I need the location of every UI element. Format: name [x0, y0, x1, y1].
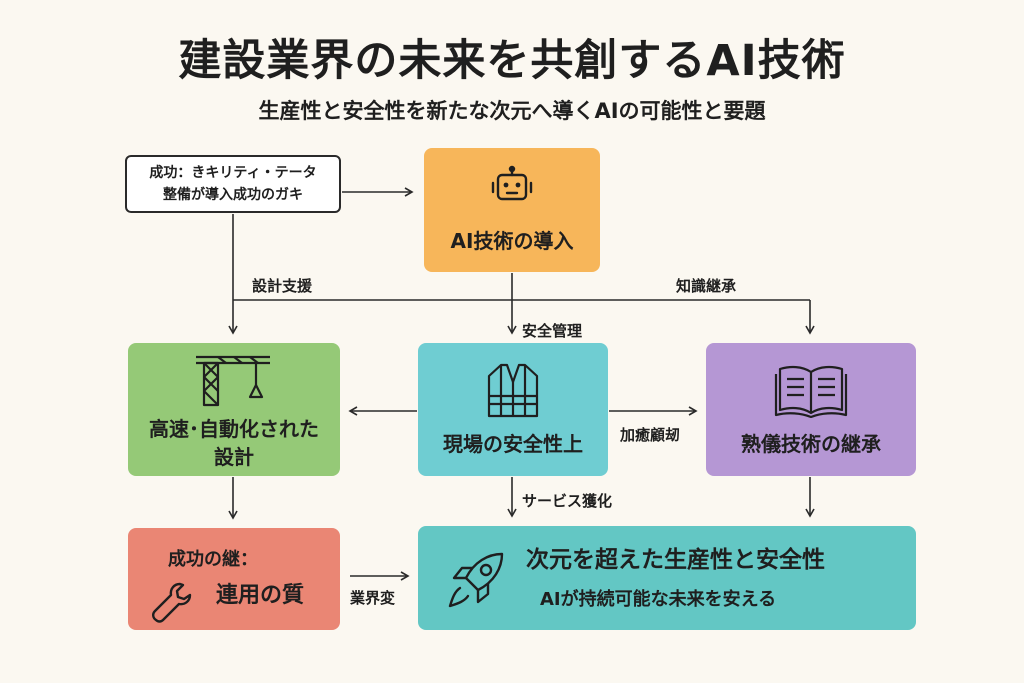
node-design-line1: 高速･自動化された	[149, 416, 319, 441]
edge-label-safety-mgmt: 安全管理	[522, 322, 583, 340]
node-result-subtitle: AIが持続可能な未来を安える	[540, 589, 777, 610]
edge-label-design-support: 設計支援	[252, 277, 313, 295]
wrench-icon	[152, 582, 192, 623]
node-operation-line1: 成功の継：	[168, 549, 258, 570]
node-result-title: 次元を超えた生産性と安全性	[526, 547, 825, 573]
node-ai-label: AI技術の導入	[450, 229, 574, 253]
safety-vest-icon	[487, 363, 539, 417]
robot-icon	[491, 165, 533, 201]
node-ai-adoption: AI技術の導入	[424, 148, 600, 272]
page-subtitle: 生産性と安全性を新たな次元へ導くAIの可能性と要題	[258, 99, 766, 123]
node-design-line2: 設計	[214, 444, 254, 469]
crane-icon	[196, 355, 270, 406]
success-note: 成功：きキリティ・テータ 整備が導入成功のガキ	[125, 155, 341, 213]
rocket-icon	[448, 552, 504, 608]
node-design: 高速･自動化された 設計	[128, 343, 340, 476]
book-icon	[774, 365, 848, 418]
node-result: 次元を超えた生産性と安全性 AIが持続可能な未来を安える	[418, 526, 916, 630]
node-knowledge-label: 熟儀技術の継承	[741, 431, 881, 456]
node-knowledge: 熟儀技術の継承	[706, 343, 916, 476]
edge-label-knowledge-transfer: 知識継承	[676, 277, 737, 295]
edge-label-service: サービス獲化	[522, 492, 613, 510]
edge-label-efficiency: 加癒顧刼	[620, 426, 681, 444]
page-title: 建設業界の未来を共創するAI技術	[178, 36, 846, 86]
edge-label-industry: 業界変	[350, 589, 396, 607]
success-note-line1: 成功：きキリティ・テータ	[149, 165, 317, 181]
node-operation: 成功の継： 連用の質	[128, 528, 340, 630]
node-operation-line2: 連用の質	[216, 583, 305, 608]
success-note-line2: 整備が導入成功のガキ	[163, 187, 303, 203]
node-safety-label: 現場の安全性上	[443, 431, 583, 456]
node-safety: 現場の安全性上	[418, 343, 608, 476]
